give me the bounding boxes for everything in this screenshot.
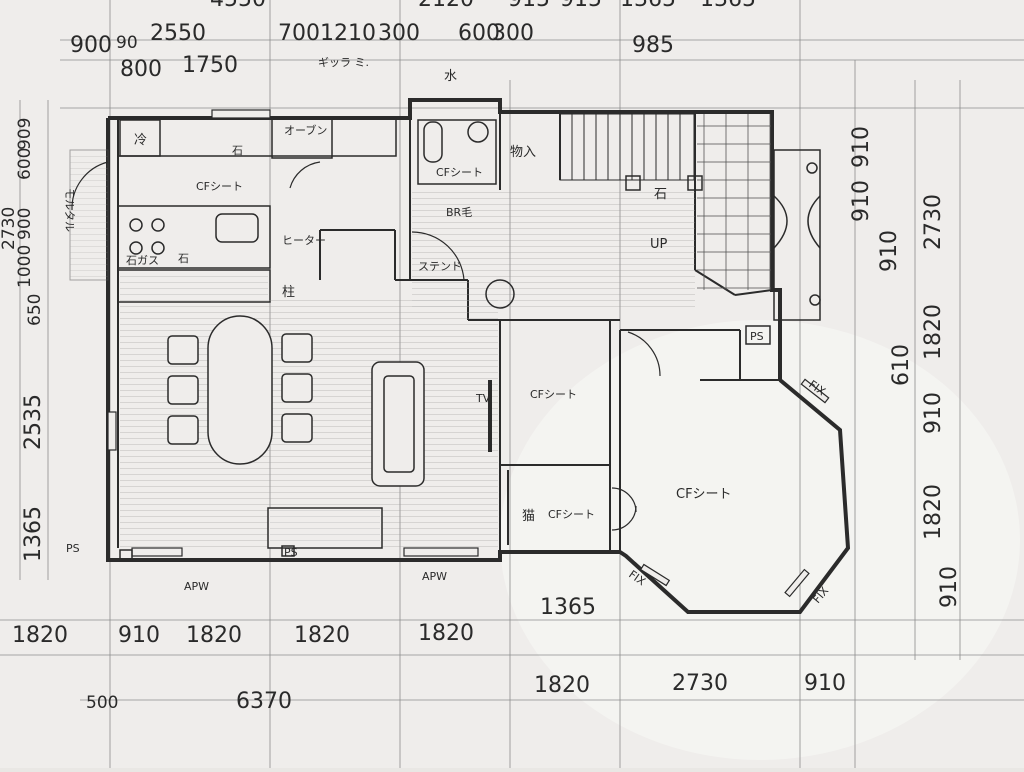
label-stone-top: 石 (232, 144, 243, 157)
label-ct-kitchen: CFシート (196, 180, 243, 193)
label-fridge: 冷 (134, 133, 147, 148)
label-ct-cat: CFシート (548, 508, 595, 521)
label-water: 水 (444, 69, 457, 84)
dimensions-bottom: 1820 910 1820 1820 1820 1365 500 6370 18… (12, 595, 846, 714)
label-stone-mid: 石 (178, 252, 189, 265)
label-ps1: PS (750, 330, 764, 343)
dimensions-right: 910 910 910 2730 1820 610 910 1820 910 (849, 126, 962, 608)
dim-top-1: 2120 (418, 0, 474, 12)
label-pillar: 柱 (282, 285, 295, 300)
room-labels: 冷 オーブン 石 CFシート モルタル 石ガス 石 ヒーター 柱 CFシート 水… (63, 56, 832, 606)
dim-left-1: 600 (15, 148, 35, 180)
dim-right-4: 1820 (921, 304, 946, 360)
label-stand: ステンド (418, 260, 462, 273)
dim-top1-4: 1210 (320, 21, 376, 46)
sofa (371, 361, 425, 487)
dim-bot2-2: 1820 (534, 673, 590, 698)
dim-top-4: 1365 (620, 0, 676, 12)
dim-top1-8: 985 (632, 33, 674, 58)
label-apw2: APW (422, 570, 447, 583)
dim-bot2-1: 6370 (236, 689, 292, 714)
dim-right-0: 910 (849, 126, 874, 168)
wash-basin (485, 279, 515, 309)
dim-right-2: 910 (877, 230, 902, 272)
dim-right-5: 610 (889, 344, 914, 386)
dim-bot1-5: 1365 (540, 595, 596, 620)
dim-right-6: 910 (921, 392, 946, 434)
dim-bot2-3: 2730 (672, 671, 728, 696)
dim-right-3: 2730 (921, 194, 946, 250)
dim-bot1-1: 910 (118, 623, 160, 648)
dim-left-3: 1000 (15, 245, 35, 288)
entry-doors (773, 149, 821, 321)
label-mortar: モルタル (63, 188, 76, 232)
dimensions-top: 4550 2120 915 915 1365 1365 900 90 2550 … (70, 0, 756, 82)
dim-right-1: 910 (849, 180, 874, 222)
dim-top1-3: 700 (278, 21, 320, 46)
label-ps-left: PS (66, 542, 80, 555)
label-ct-right: CFシート (676, 487, 732, 502)
label-up: UP (650, 237, 668, 252)
door-swings (71, 161, 661, 531)
hall-floor (412, 190, 695, 310)
label-tv: TV (475, 392, 491, 405)
label-toilet-sheet: CFシート (436, 166, 483, 179)
label-heater: ヒーター (282, 234, 326, 247)
dim-left-0: 909 (15, 118, 35, 150)
dim-left-6: 2535 (21, 394, 46, 450)
dimensions-left: 909 600 900 1000 2730 650 2535 1365 (0, 118, 46, 562)
windows (107, 109, 830, 598)
dim-left-7: 1365 (21, 506, 46, 562)
label-gas: 石ガス (126, 254, 159, 267)
dim-bot2-4: 910 (804, 671, 846, 696)
dim-top-0: 4550 (210, 0, 266, 12)
dim-left-2: 900 (15, 208, 35, 240)
label-apw1: APW (184, 580, 209, 593)
toilet-room (417, 119, 497, 185)
dim-top1-5: 300 (378, 21, 420, 46)
dim-bot1-4: 1820 (418, 621, 474, 646)
dim-top2-0: 800 (120, 57, 162, 82)
dim-right-7: 1820 (921, 484, 946, 540)
label-stone-right: 石 (654, 187, 667, 202)
dim-bot1-2: 1820 (186, 623, 242, 648)
dim-right-8: 910 (937, 566, 962, 608)
dim-top1-1: 90 (116, 33, 138, 53)
dim-top1-7: 300 (492, 21, 534, 46)
ps-box (745, 325, 771, 345)
label-cat: 猫 (522, 509, 535, 524)
dim-left-4: 2730 (0, 207, 19, 250)
dim-top-5: 1365 (700, 0, 756, 12)
dim-top1-6: 600 (458, 21, 500, 46)
dining-set (167, 315, 313, 465)
dim-top1-2: 2550 (150, 21, 206, 46)
staircase (559, 113, 703, 191)
dim-top-3: 915 (560, 0, 602, 12)
label-counter: BR毛 (446, 206, 472, 219)
dim-top1-0: 900 (70, 33, 112, 58)
dim-top-2: 915 (508, 0, 550, 12)
label-note-top: ギッラ ミ. (318, 56, 369, 69)
label-ps2: PS (284, 546, 298, 559)
label-oven: オーブン (284, 123, 327, 137)
dim-left-5: 650 (25, 294, 45, 326)
dim-bot1-0: 1820 (12, 623, 68, 648)
label-storage: 物入 (510, 145, 536, 160)
dim-bot2-0: 500 (86, 693, 118, 713)
stone-entrance (697, 114, 771, 290)
label-ct-center: CFシート (530, 388, 577, 401)
dim-top2-1: 1750 (182, 53, 238, 78)
dim-bot1-3: 1820 (294, 623, 350, 648)
